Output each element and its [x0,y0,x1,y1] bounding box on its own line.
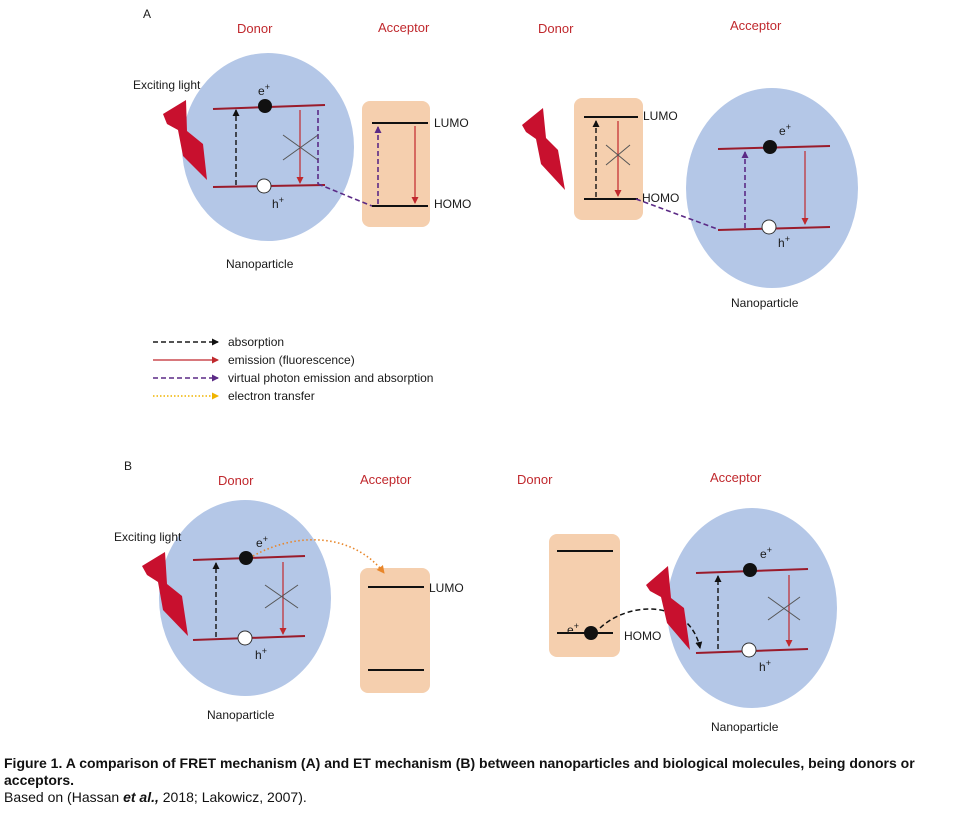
b-right-donor-label: Donor [517,472,553,487]
figure-caption: Figure 1. A comparison of FRET mechanism… [4,755,970,806]
b-left-electron-label: e+ [256,534,268,550]
a-right-donor-label: Donor [538,21,574,36]
a-right-homo-label: HOMO [642,191,679,205]
b-left-nanoparticle-label: Nanoparticle [207,708,275,722]
a-left-nanoparticle-label: Nanoparticle [226,257,294,271]
b-left-hole-label: h+ [255,646,267,662]
legend-emission-label: emission (fluorescence) [228,353,355,367]
b-left-acceptor-molecule [360,568,430,693]
a-right-electron-label: e+ [779,122,791,138]
b-right-nanoparticle-label: Nanoparticle [711,720,779,734]
b-left-lightning-icon [142,552,188,636]
a-right-virtual-transfer-line [635,198,721,231]
b-left-electron-icon [239,551,253,565]
a-left-electron-label: e+ [258,82,270,98]
b-right-lightning-icon [646,566,690,650]
a-left-hole-icon [256,178,272,194]
caption-source-prefix: Based on (Hassan [4,789,124,805]
legend-electron-transfer-label: electron transfer [228,389,315,403]
legend: absorption emission (fluorescence) virtu… [153,335,433,403]
b-left-hole-icon [237,630,253,646]
a-left-light-label: Exciting light [133,78,201,92]
b-right-electron-icon [584,626,598,640]
a-right-lumo-label: LUMO [643,109,678,123]
b-right-electron-transfer-arrow [599,608,703,649]
b-right-hole-label: h+ [759,658,771,674]
a-right-nanoparticle-label: Nanoparticle [731,296,799,310]
a-left-homo-label: HOMO [434,197,471,211]
a-left-lightning-icon [163,100,207,180]
b-left-lumo-label: LUMO [429,581,464,595]
b-right-homo-label: HOMO [624,629,661,643]
a-right-nanoparticle [686,88,858,288]
a-right-lightning-icon [522,108,565,190]
caption-title: Figure 1. A comparison of FRET mechanism… [4,755,915,788]
a-left-donor-label: Donor [237,21,273,36]
a-left-forbidden-cross-2 [282,134,319,161]
a-left-hole-label: h+ [272,195,284,211]
a-left-electron-icon [258,99,272,113]
a-right-forbidden-cross-2 [605,144,631,166]
legend-absorption-label: absorption [228,335,284,349]
a-left-virtual-transfer-line [317,183,373,207]
a-right-donor-molecule [574,98,643,220]
b-right-acceptor-label: Acceptor [710,470,762,485]
a-left-acceptor-label: Acceptor [378,20,430,35]
b-left-forbidden-cross-2 [264,584,299,609]
b-left-nanoparticle [159,500,331,696]
a-left-acceptor-molecule [362,101,430,227]
b-right-np-electron-icon [743,563,757,577]
panel-a-letter: A [143,7,151,21]
panel-b-letter: B [124,459,132,473]
a-right-electron-icon [763,140,777,154]
a-right-hole-label: h+ [778,234,790,250]
b-right-forbidden-cross-2 [767,596,801,621]
b-right-electron-label: e+ [567,621,579,637]
a-right-hole-icon [761,219,777,235]
legend-virtual-photon-label: virtual photon emission and absorption [228,371,433,385]
a-left-nanoparticle [182,53,354,241]
a-left-lumo-label: LUMO [434,116,469,130]
b-right-np-electron-label: e+ [760,545,772,561]
b-right-hole-icon [741,642,757,658]
b-left-donor-label: Donor [218,473,254,488]
caption-source: Based on (Hassan et al., 2018; Lakowicz,… [4,789,970,806]
caption-source-em: et al., [123,789,159,805]
b-left-acceptor-label: Acceptor [360,472,412,487]
a-right-acceptor-label: Acceptor [730,18,782,33]
b-right-nanoparticle [667,508,837,708]
b-right-donor-molecule [549,534,620,657]
caption-source-suffix: 2018; Lakowicz, 2007). [158,789,307,805]
b-left-light-label: Exciting light [114,530,182,544]
